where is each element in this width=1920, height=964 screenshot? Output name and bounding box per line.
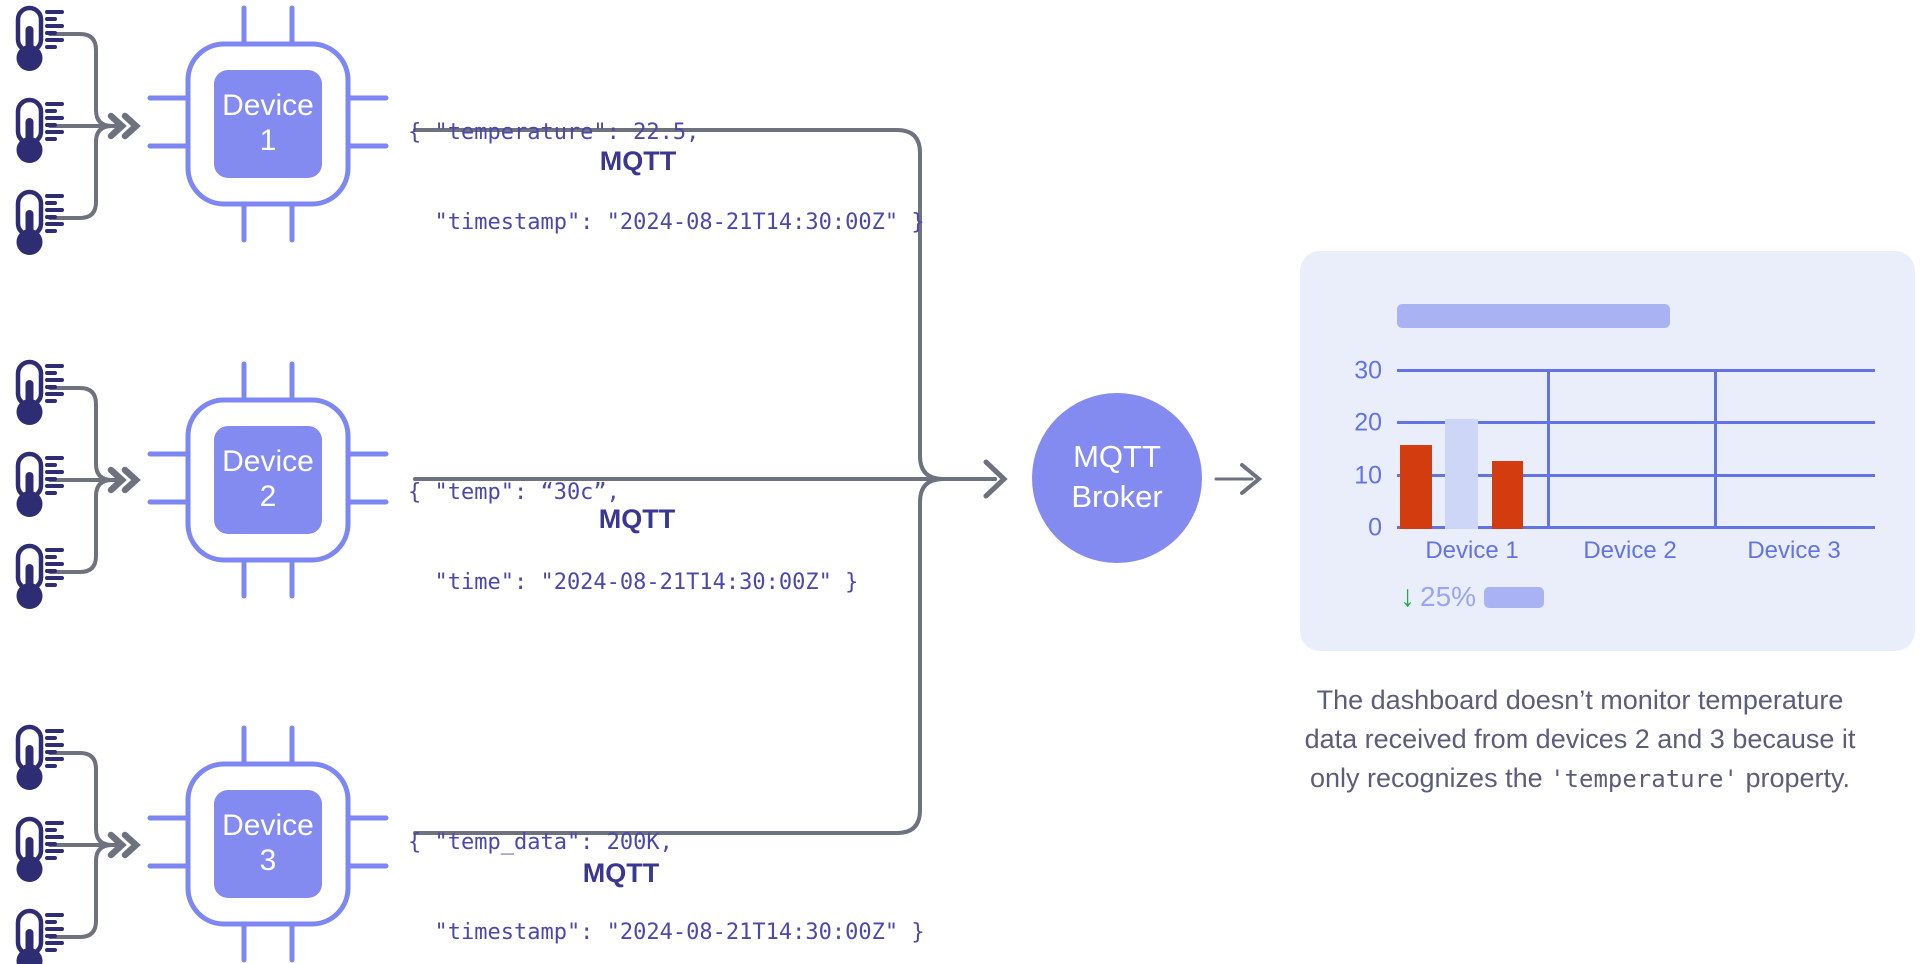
thermometer-icon xyxy=(17,911,63,964)
payload-device2: { "temp": “30c”, "time": "2024-08-21T14:… xyxy=(408,418,858,658)
chip-label-device1: Device 1 xyxy=(222,89,314,157)
payload-line: "timestamp": "2024-08-21T14:30:00Z" } xyxy=(408,920,925,945)
bar-device1-lavender xyxy=(1445,419,1478,529)
gridline-vertical xyxy=(1714,369,1717,529)
caption-line: only recognizes the 'temperature' proper… xyxy=(1309,763,1851,793)
chip-pins xyxy=(147,725,389,963)
sensor-merge-lines-device2 xyxy=(48,386,141,574)
stat-value: 25% xyxy=(1420,581,1477,612)
protocol-label-device1: MQTT xyxy=(599,146,677,176)
x-axis-label-device3: Device 3 xyxy=(1747,537,1841,564)
payload-device3: { "temp_data": 200K, "timestamp": "2024-… xyxy=(408,768,925,964)
gridline xyxy=(1397,421,1875,424)
thermometer-icon xyxy=(17,454,63,517)
thermometer-icon xyxy=(17,362,63,425)
payload-line: { "temperature": 22.5, xyxy=(408,120,700,145)
connector-device3-to-broker xyxy=(413,477,945,835)
caption-line: The dashboard doesn’t monitor temperatur… xyxy=(1316,685,1844,715)
protocol-label-device2: MQTT xyxy=(598,504,676,534)
thermometer-icon xyxy=(17,819,63,882)
thermometer-icon xyxy=(17,727,63,790)
chip-pins xyxy=(147,5,389,243)
mqtt-broker-circle xyxy=(1032,393,1202,563)
y-axis-tick: 20 xyxy=(1354,408,1382,437)
y-axis-tick: 10 xyxy=(1354,461,1382,490)
y-axis-tick: 30 xyxy=(1354,356,1382,385)
sensor-merge-lines-device3 xyxy=(48,751,141,939)
gridline xyxy=(1397,369,1875,372)
connector-broker-to-dashboard xyxy=(1214,463,1263,495)
gridline-vertical xyxy=(1547,369,1550,529)
y-axis-tick: 0 xyxy=(1368,513,1382,542)
thermometer-icon xyxy=(17,546,63,609)
sensor-merge-lines-device1 xyxy=(48,32,141,220)
payload-line: "timestamp": "2024-08-21T14:30:00Z" } xyxy=(408,210,925,235)
arrowhead-into-broker-icon xyxy=(983,459,1008,499)
gridline xyxy=(1397,474,1875,477)
double-chevron-arrow-icon xyxy=(107,112,141,140)
caption-code-temperature: 'temperature' xyxy=(1550,765,1738,793)
arrowhead-into-dashboard-icon xyxy=(1240,463,1263,495)
thermometer-icon xyxy=(17,192,63,255)
bar-device1-red-a xyxy=(1400,445,1432,529)
mqtt-broker-label: MQTT Broker xyxy=(1071,439,1163,514)
x-axis-label-device1: Device 1 xyxy=(1425,537,1519,564)
double-chevron-arrow-icon xyxy=(107,831,141,859)
dashboard-title-placeholder xyxy=(1397,304,1670,328)
dashboard-card: 30 20 10 0 Device 1 Device 2 Device 3 ↓ … xyxy=(1300,251,1915,651)
caption-line: data received from devices 2 and 3 becau… xyxy=(1304,724,1856,754)
payload-device1: { "temperature": 22.5, "timestamp": "202… xyxy=(408,58,925,298)
chip-device3 xyxy=(147,725,389,963)
protocol-label-device3: MQTT xyxy=(582,858,660,888)
chip-device1 xyxy=(147,5,389,243)
thermometer-icon xyxy=(17,8,63,71)
trend-down-arrow-icon: ↓ xyxy=(1400,580,1415,613)
stat-label-placeholder xyxy=(1484,586,1545,608)
caption-text: The dashboard doesn’t monitor temperatur… xyxy=(1240,681,1920,799)
bar-device1-red-b xyxy=(1492,461,1523,529)
chip-label-device2: Device 2 xyxy=(222,445,314,513)
chip-device2 xyxy=(147,361,389,599)
baseline-gridline xyxy=(1397,526,1875,529)
double-chevron-arrow-icon xyxy=(107,466,141,494)
stat-row: ↓ 25% xyxy=(1400,580,1545,613)
payload-line: { "temp": “30c”, xyxy=(408,480,620,505)
payload-line: "time": "2024-08-21T14:30:00Z" } xyxy=(408,570,859,595)
x-axis-label-device2: Device 2 xyxy=(1583,537,1677,564)
payload-line: { "temp_data": 200K, xyxy=(408,830,673,855)
thermometer-icon xyxy=(17,100,63,163)
chip-label-device3: Device 3 xyxy=(222,809,314,877)
chip-pins xyxy=(147,361,389,599)
